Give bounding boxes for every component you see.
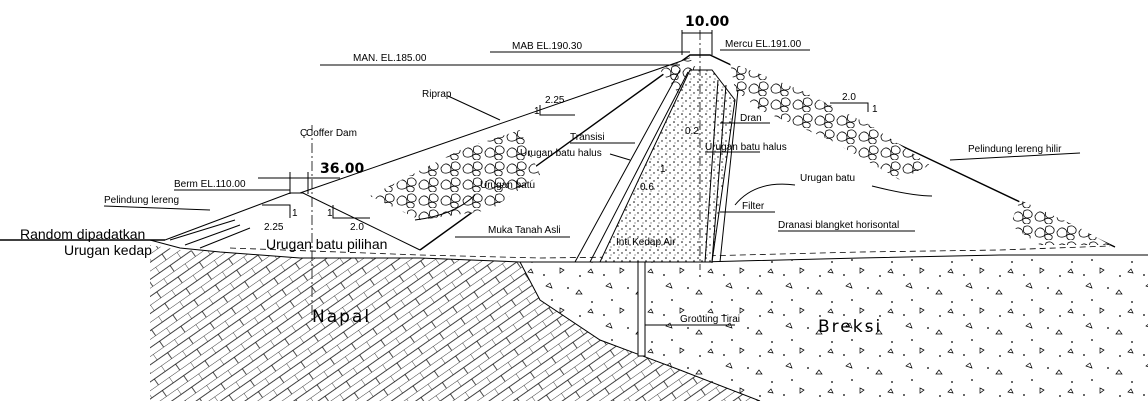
urugan-batu-halus-left-label: Urugan batu halus bbox=[520, 148, 602, 159]
urugan-batu-right-arrow2 bbox=[871, 185, 933, 197]
muka-tanah-label: Muka Tanah Asli bbox=[488, 225, 561, 236]
downstream-slope-v: 1 bbox=[872, 104, 878, 115]
core-slope-b: 0.6 bbox=[640, 182, 654, 193]
ubh-left-leader bbox=[609, 153, 631, 161]
riprap-label: Riprap bbox=[422, 89, 452, 100]
transisi-inner bbox=[589, 71, 689, 263]
downstream-slope-mark bbox=[830, 102, 869, 112]
coffer-centerline-symbol: Ç bbox=[300, 128, 307, 139]
urugan-batu-right-label: Urugan batu bbox=[800, 173, 855, 184]
coffer-dam-label: Coffer Dam bbox=[306, 128, 357, 139]
riprap-downstream-top bbox=[730, 62, 930, 180]
filter-line bbox=[711, 84, 727, 263]
pelindung-lereng-leader bbox=[103, 205, 211, 211]
cd-slope-h-right: 2.0 bbox=[350, 222, 364, 233]
dranasi-label: Dranasi blangket horisontal bbox=[778, 220, 899, 231]
urugan-pilihan-label: Urugan batu pilihan bbox=[266, 236, 387, 252]
filter-label: Filter bbox=[742, 201, 765, 212]
filter-outer bbox=[719, 89, 739, 263]
riprap-leader bbox=[447, 95, 501, 121]
berm-label: Berm EL.110.00 bbox=[174, 179, 246, 190]
mab-label: MAB EL.190.30 bbox=[512, 41, 582, 52]
transisi-label: Transisi bbox=[570, 132, 605, 143]
pelindung-lereng-label: Pelindung lereng bbox=[104, 195, 179, 206]
core-slope-a: 0.2 bbox=[685, 126, 699, 137]
riprap-upstream bbox=[370, 130, 540, 220]
upstream-face bbox=[299, 57, 691, 194]
breksi-label: Breksi bbox=[818, 317, 882, 337]
cd-slope-mark-left bbox=[262, 204, 291, 218]
riprap-downstream-toe bbox=[1010, 200, 1110, 245]
grouting-curtain bbox=[637, 261, 646, 357]
urugan-batu-left-arrow bbox=[414, 194, 476, 221]
upstream-slope-h: 2.25 bbox=[545, 95, 565, 106]
transisi-boundary bbox=[574, 69, 681, 263]
pelindung-hilir-leader bbox=[949, 152, 1081, 161]
urugan-batu-halus-right-label: Urugan batu halus bbox=[705, 142, 787, 153]
random-label: Random dipadatkan bbox=[20, 226, 145, 242]
coffer-width-label: 36.00 bbox=[320, 161, 365, 177]
napal-foundation bbox=[150, 245, 760, 401]
geology-contact-line bbox=[519, 261, 761, 401]
upstream-slope-mark bbox=[539, 105, 575, 116]
grouting-label: Grouting Tirai bbox=[680, 314, 740, 325]
merc-label: Mercu EL.191.00 bbox=[725, 39, 802, 50]
breksi-foundation bbox=[520, 255, 1148, 401]
urugan-batu-right-arrow bbox=[734, 183, 796, 206]
upstream-slope-v: 1 bbox=[534, 106, 540, 117]
dran-label: Dran bbox=[740, 113, 762, 124]
pelindung-hilir-label: Pelindung lereng hilir bbox=[968, 144, 1062, 155]
coffer-dam-layers bbox=[169, 219, 251, 249]
napal-label: Napal bbox=[312, 307, 371, 327]
riprap-top bbox=[660, 58, 700, 95]
urugan-kedap-label: Urugan kedap bbox=[64, 242, 152, 258]
impervious-core bbox=[599, 69, 736, 263]
inti-kedap-label: Inti Kedap Air bbox=[616, 237, 676, 248]
coffer-dam-outline bbox=[164, 192, 421, 251]
ground-line bbox=[0, 239, 1148, 263]
cd-slope-h-left: 2.25 bbox=[264, 222, 284, 233]
downstream-slope-h: 2.0 bbox=[842, 92, 856, 103]
top-width-label: 10.00 bbox=[685, 14, 730, 30]
urugan-batu-left-label: Urugan batu bbox=[480, 180, 535, 191]
core-slope-c: 1 bbox=[660, 164, 666, 175]
cd-slope-v-left: 1 bbox=[292, 208, 298, 219]
man-label: MAN. EL.185.00 bbox=[353, 53, 427, 64]
cd-slope-mark-right bbox=[332, 205, 370, 219]
cd-slope-v-right: 1 bbox=[327, 208, 333, 219]
dran-line bbox=[704, 79, 719, 263]
